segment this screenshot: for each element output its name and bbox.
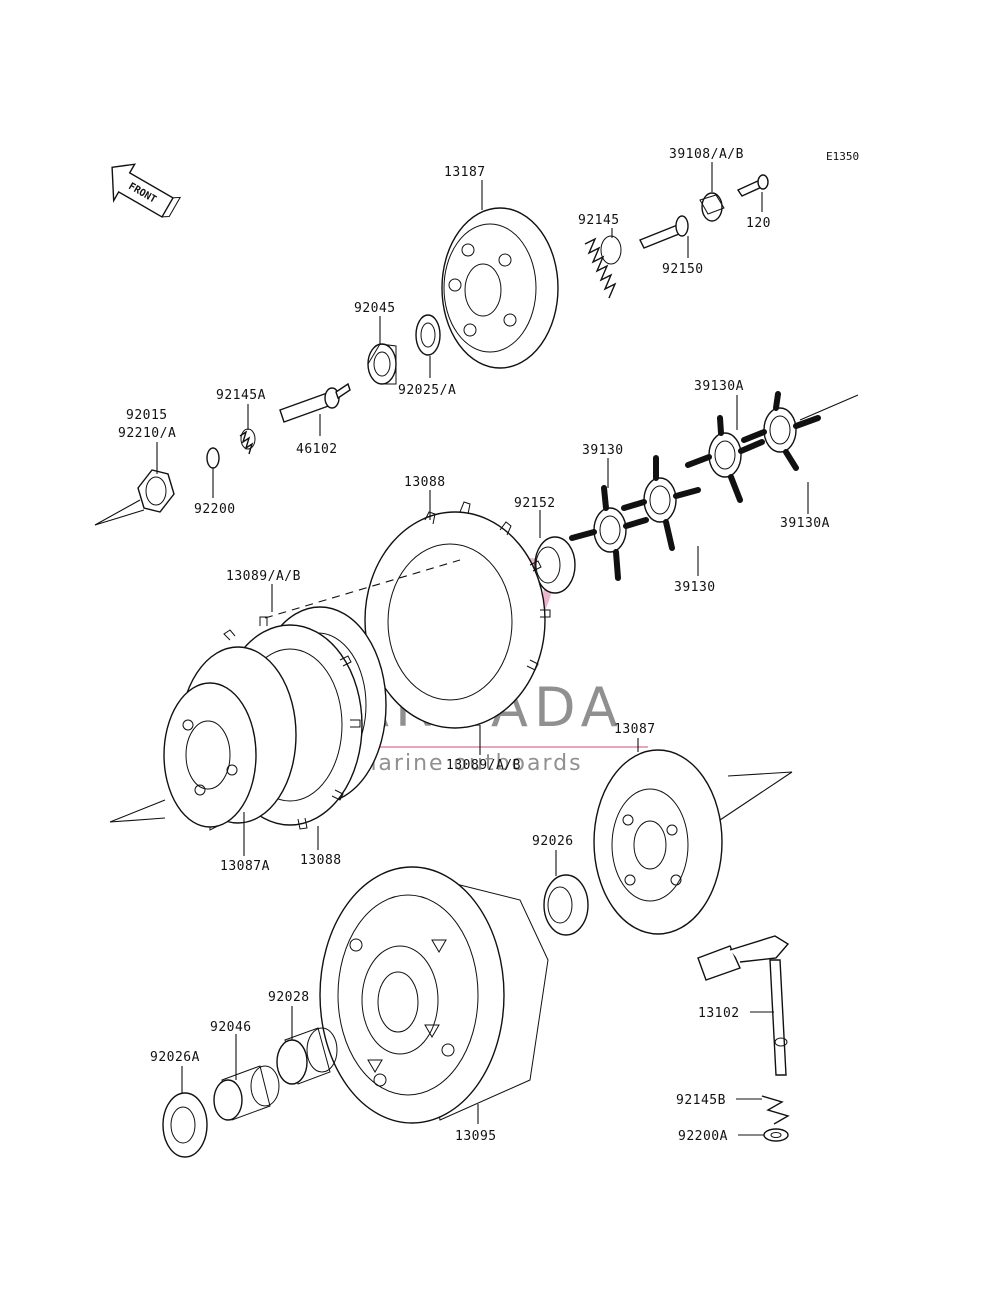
label-92026A: 92026A xyxy=(150,1050,200,1065)
label-39130A-top: 39130A xyxy=(694,379,744,394)
front-arrow-icon: FRONT xyxy=(111,163,182,218)
leader-lines xyxy=(156,162,809,1136)
label-92200: 92200 xyxy=(194,502,236,517)
part-92046-needle-bearing xyxy=(213,1065,280,1121)
part-92145B-spring xyxy=(761,1095,790,1125)
part-13095-clutch-housing xyxy=(319,866,549,1124)
label-92045: 92045 xyxy=(354,301,396,316)
part-39130A-plate-1 xyxy=(685,415,765,503)
watermark-tagline: marine outboards xyxy=(355,751,583,776)
label-92025A: 92025/A xyxy=(398,383,456,398)
part-13087A-clutch-hub xyxy=(109,646,297,831)
label-92145: 92145 xyxy=(578,213,620,228)
label-46102: 46102 xyxy=(296,442,338,457)
part-39130-plate-1 xyxy=(569,485,649,581)
part-number-labels: 39108/A/B 120 13187 92145 92150 92045 92… xyxy=(118,147,830,1144)
part-39130-plate-2 xyxy=(621,455,701,551)
part-92152-bearing xyxy=(534,536,576,594)
label-13088-top: 13088 xyxy=(404,475,446,490)
label-120: 120 xyxy=(746,216,771,231)
label-13087A: 13087A xyxy=(220,859,270,874)
part-92026A-washer xyxy=(162,1092,208,1158)
part-92200-washer xyxy=(206,447,220,469)
diagram-code: E1350 xyxy=(826,150,859,163)
label-39130-top: 39130 xyxy=(582,443,624,458)
label-92026: 92026 xyxy=(532,834,574,849)
label-92152: 92152 xyxy=(514,496,556,511)
part-92026-collar xyxy=(543,874,589,936)
part-92015-nut xyxy=(94,469,175,526)
part-92200A-washer xyxy=(763,1128,789,1142)
label-13088-bottom: 13088 xyxy=(300,853,342,868)
part-92025-washer xyxy=(415,314,441,356)
part-92150-bolt xyxy=(639,215,689,249)
label-13089AB-left: 13089/A/B xyxy=(226,569,301,584)
part-120-bolt xyxy=(736,174,769,197)
part-92145-spring xyxy=(584,235,622,299)
part-39108-cap xyxy=(699,192,725,222)
label-13187: 13187 xyxy=(444,165,486,180)
part-13088-friction-plate-back xyxy=(364,501,551,729)
label-92015: 92015 xyxy=(126,408,168,423)
label-92028: 92028 xyxy=(268,990,310,1005)
part-13087-clutch-boss xyxy=(593,749,793,935)
label-13089AB-mid: 13089/A/B xyxy=(446,758,521,773)
part-92145A-spring xyxy=(239,428,256,455)
label-92145B: 92145B xyxy=(676,1093,726,1108)
label-92145A: 92145A xyxy=(216,388,266,403)
label-92210A: 92210/A xyxy=(118,426,176,441)
label-13087: 13087 xyxy=(614,722,656,737)
label-13102: 13102 xyxy=(698,1006,740,1021)
part-46102-pushrod xyxy=(279,382,351,423)
label-13095: 13095 xyxy=(455,1129,497,1144)
label-39130-bottom: 39130 xyxy=(674,580,716,595)
label-39108: 39108/A/B xyxy=(669,147,744,162)
part-13187-pressure-plate xyxy=(441,207,559,369)
part-92045-bearing xyxy=(367,343,397,385)
label-92150: 92150 xyxy=(662,262,704,277)
label-92046: 92046 xyxy=(210,1020,252,1035)
part-39130A-plate-2 xyxy=(741,391,859,471)
label-39130A-right: 39130A xyxy=(780,516,830,531)
part-13102-release-lever xyxy=(697,935,790,1076)
label-92200A: 92200A xyxy=(678,1129,728,1144)
part-92028-sleeve xyxy=(276,1027,338,1085)
